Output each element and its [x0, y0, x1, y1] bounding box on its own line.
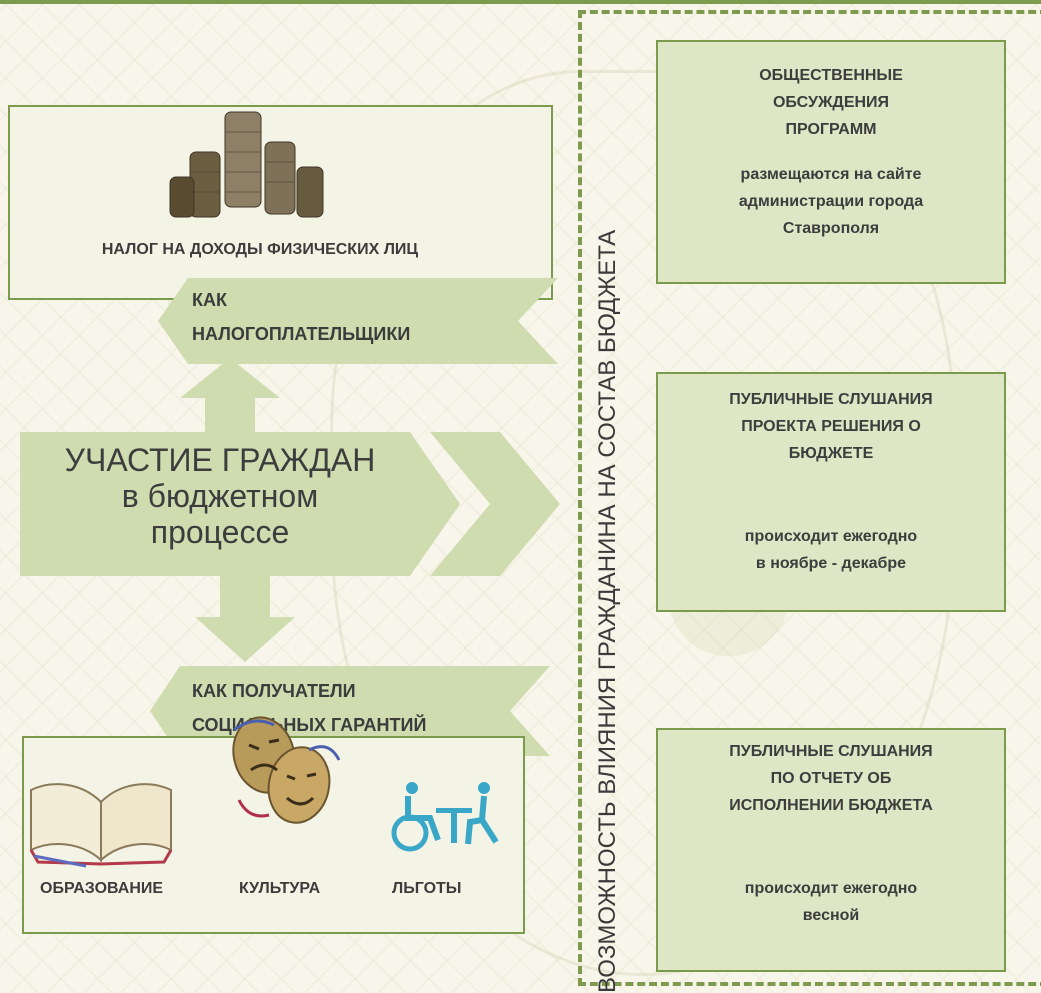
rb3-sub-1: происходит ежегодно [744, 880, 918, 897]
rb1-title-1: ОБЩЕСТВЕННЫЕ [759, 67, 903, 84]
social-item-culture: КУЛЬТУРА [239, 880, 321, 897]
top-border [0, 0, 1041, 4]
rb1-title-3: ПРОГРАММ [785, 121, 877, 138]
recipients-tag-line1: КАК ПОЛУЧАТЕЛИ [192, 681, 356, 701]
rb1-sub-3: Ставрополя [782, 220, 880, 237]
center-title: УЧАСТИЕ ГРАЖДАН в бюджетном процессе [40, 442, 400, 550]
theatre-masks-icon [232, 716, 341, 824]
right-box-budget-draft-hearings: ПУБЛИЧНЫЕ СЛУШАНИЯ ПРОЕКТА РЕШЕНИЯ О БЮД… [656, 372, 1006, 612]
taxpayers-tag-line2: НАЛОГОПЛАТЕЛЬЩИКИ [192, 324, 411, 344]
rb2-sub-2: в ноябре - декабре [755, 555, 907, 572]
right-box-budget-report-hearings: ПУБЛИЧНЫЕ СЛУШАНИЯ ПО ОТЧЕТУ ОБ ИСПОЛНЕН… [656, 728, 1006, 972]
rb3-title-2: ПО ОТЧЕТУ ОБ [770, 770, 892, 787]
down-arrow [195, 572, 295, 662]
up-arrow [180, 358, 280, 438]
rb2-sub-1: происходит ежегодно [744, 528, 918, 545]
rb1-sub-2: администрации города [738, 193, 924, 210]
taxpayers-tag-shape [158, 278, 558, 364]
center-title-line1: УЧАСТИЕ ГРАЖДАН [64, 442, 376, 478]
rb1-title-2: ОБСУЖДЕНИЯ [772, 94, 890, 111]
coins-icon [169, 111, 324, 218]
center-title-line2: в бюджетном [121, 478, 319, 514]
vertical-label: ВОЗМОЖНОСТЬ ВЛИЯНИЯ ГРАЖДАНИНА НА СОСТАВ… [594, 229, 621, 993]
center-arrow [20, 432, 560, 576]
disability-icon [391, 782, 499, 852]
right-box-public-discussions: ОБЩЕСТВЕННЫЕ ОБСУЖДЕНИЯ ПРОГРАММ размеща… [656, 40, 1006, 284]
social-box: ОБРАЗОВАНИЕ КУЛЬТУРА ЛЬГОТЫ [22, 716, 525, 934]
book-icon [29, 783, 173, 868]
social-item-benefits: ЛЬГОТЫ [392, 880, 462, 897]
rb2-title-1: ПУБЛИЧНЫЕ СЛУШАНИЯ [729, 391, 933, 408]
tax-label: НАЛОГ НА ДОХОДЫ ФИЗИЧЕСКИХ ЛИЦ [101, 241, 419, 258]
rb2-title-2: ПРОЕКТА РЕШЕНИЯ О [741, 418, 921, 435]
social-item-education: ОБРАЗОВАНИЕ [40, 880, 164, 897]
rb1-sub-1: размещаются на сайте [740, 166, 922, 183]
taxpayers-tag-line1: КАК [192, 290, 227, 310]
rb3-title-3: ИСПОЛНЕНИИ БЮДЖЕТА [729, 797, 933, 814]
rb2-title-3: БЮДЖЕТЕ [788, 445, 874, 462]
rb3-title-1: ПУБЛИЧНЫЕ СЛУШАНИЯ [729, 743, 933, 760]
center-title-line3: процессе [150, 514, 290, 550]
dashed-frame [578, 10, 1041, 986]
tax-box: НАЛОГ НА ДОХОДЫ ФИЗИЧЕСКИХ ЛИЦ [8, 105, 553, 300]
rb3-sub-2: весной [802, 907, 860, 924]
